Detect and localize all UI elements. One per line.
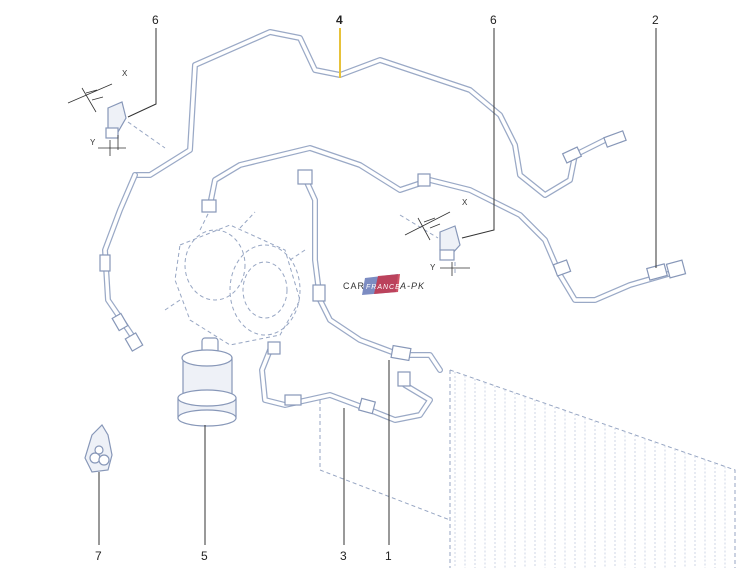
watermark: CAR FRANCE A-PK — [343, 274, 425, 295]
callout-5[interactable]: 5 — [201, 549, 208, 563]
callout-6-right[interactable]: 6 — [490, 13, 497, 27]
callout-2[interactable]: 2 — [652, 13, 659, 27]
axis-label-y-2: Y — [430, 263, 436, 272]
watermark-left: CAR — [343, 281, 365, 291]
axis-label-x: X — [122, 69, 128, 78]
pipe-3[interactable] — [259, 341, 433, 423]
axis-label-x-2: X — [462, 198, 468, 207]
callout-labels: 6 4 6 2 7 5 3 1 — [95, 13, 659, 563]
pressure-sensor-right[interactable]: X Y — [399, 198, 470, 276]
watermark-right: A-PK — [399, 281, 425, 291]
pipe-1[interactable] — [297, 169, 443, 373]
callout-1[interactable]: 1 — [385, 549, 392, 563]
callout-6-left[interactable]: 6 — [152, 13, 159, 27]
condenser[interactable] — [319, 369, 736, 568]
watermark-mid: FRANCE — [366, 284, 401, 291]
receiver-drier[interactable] — [177, 337, 237, 427]
callout-3[interactable]: 3 — [340, 549, 347, 563]
callout-4[interactable]: 4 — [336, 13, 343, 27]
leader-lines — [98, 28, 657, 545]
pipe-4[interactable] — [99, 29, 627, 352]
compressor[interactable] — [164, 209, 306, 346]
callout-7[interactable]: 7 — [95, 549, 102, 563]
pipe-clip[interactable] — [84, 424, 113, 473]
pipe-2[interactable] — [201, 145, 687, 303]
pressure-sensor-left[interactable]: X Y — [67, 69, 166, 156]
axis-label-y: Y — [90, 138, 96, 147]
